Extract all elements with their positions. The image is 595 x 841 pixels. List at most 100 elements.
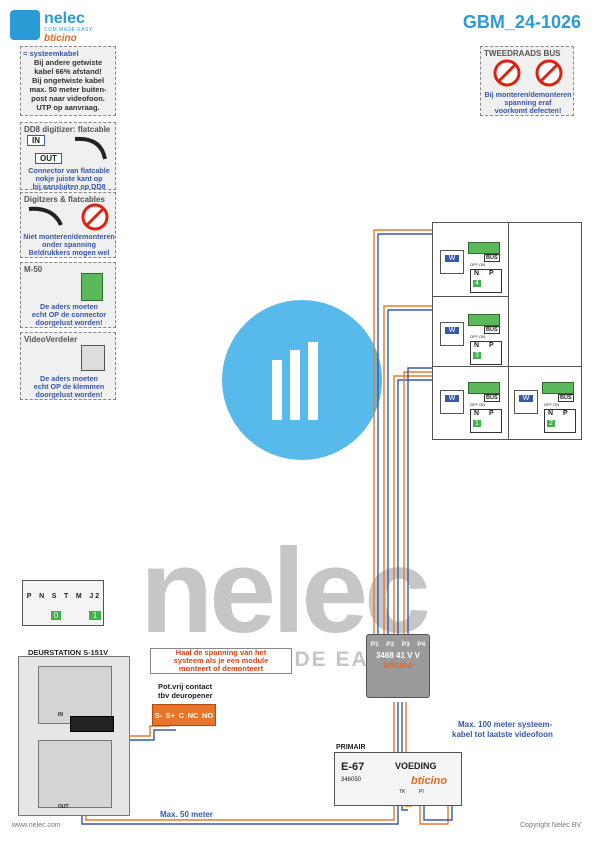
bus-label: BUS bbox=[484, 394, 500, 402]
note-verdeler: VideoVerdeler De aders moeten echt OP de… bbox=[20, 332, 116, 400]
psu-code: 346050 bbox=[341, 777, 362, 783]
note-m50-line: doorgelust worden! bbox=[35, 318, 103, 327]
psu-model: E-67 bbox=[341, 761, 365, 773]
jumper-label: J 2 bbox=[89, 593, 100, 600]
brand-partner: bticino bbox=[44, 33, 77, 44]
power-supply: E-67 VOEDING 346050 bticino TK PI bbox=[334, 752, 462, 806]
max-50-note: Max. 50 meter bbox=[160, 810, 213, 819]
distributor-icon bbox=[81, 345, 105, 371]
no-power-icon bbox=[535, 59, 563, 87]
psu-voeding: VOEDING bbox=[395, 761, 437, 771]
distributor-port: P2 bbox=[386, 641, 395, 648]
videophone-label: W bbox=[519, 395, 533, 402]
note-digitizers-title: Digitzers & flatcables bbox=[24, 195, 105, 204]
contact-terminal: NO bbox=[201, 710, 214, 720]
note-digitizers: Digitzers & flatcables Niet monteren/dem… bbox=[20, 192, 116, 258]
address-digit: 1 bbox=[473, 420, 481, 427]
note-digitizers-line: onder spanning bbox=[42, 240, 96, 249]
note-cable: = systeemkabel Bij andere getwiste kabel… bbox=[20, 46, 116, 116]
bus-connector bbox=[468, 242, 500, 254]
address-digit: 4 bbox=[473, 280, 481, 287]
bus-label: BUS bbox=[484, 254, 500, 262]
n-label: N bbox=[548, 410, 554, 417]
n-label: N bbox=[474, 270, 480, 277]
note-m50-title: M-50 bbox=[24, 265, 43, 274]
psu-brand: bticino bbox=[411, 775, 448, 787]
digitizer-connector bbox=[70, 716, 114, 732]
power-note-line: Haal de spanning van het bbox=[175, 648, 267, 657]
distributor-brand: bticino bbox=[383, 660, 413, 670]
bus-connector bbox=[468, 314, 500, 326]
bus-connector bbox=[542, 382, 574, 394]
note-twowire-title: TWEEDRAADS BUS bbox=[484, 49, 561, 58]
brand-tagline: COM MADE EASY bbox=[44, 27, 93, 33]
distributor-port: P4 bbox=[417, 641, 426, 648]
terminal-label: M bbox=[75, 593, 82, 600]
distributor-port: P1 bbox=[370, 641, 379, 648]
note-twowire: TWEEDRAADS BUS Bij monteren/demonteren s… bbox=[480, 46, 574, 116]
note-m50: M-50 De aders moeten echt OP de connecto… bbox=[20, 262, 116, 328]
video-distributor: P1 P2 P3 P4 3468 41 V V bticino bbox=[366, 634, 430, 698]
note-cable-line: post naar videofoon. bbox=[31, 94, 105, 103]
contact-terminal: NC bbox=[187, 710, 199, 720]
note-twowire-line: voorkomt defecten! bbox=[494, 106, 562, 115]
psu-tk: TK bbox=[399, 789, 406, 795]
np-block: N P 4 bbox=[470, 269, 502, 293]
brand-name: nelec bbox=[44, 10, 85, 27]
power-note: Haal de spanning van het systeem als je … bbox=[150, 648, 292, 674]
contact-title: tbv deuropener bbox=[158, 691, 213, 700]
power-note-line: monteert of demonteert bbox=[178, 664, 264, 673]
videophone-label: W bbox=[445, 255, 459, 262]
contact-terminal: C bbox=[178, 710, 185, 720]
p-label: P bbox=[489, 270, 494, 277]
flatcable-out-label: OUT bbox=[35, 153, 62, 164]
note-twowire-line: spanning eraf bbox=[504, 98, 552, 107]
distributor-port: P3 bbox=[401, 641, 410, 648]
psu-primair-label: PRIMAIR bbox=[336, 744, 366, 751]
note-verdeler-line: doorgelust worden! bbox=[35, 390, 103, 399]
note-m50-line: De aders moeten bbox=[40, 302, 98, 311]
footer-copyright: Copyright Nelec BV bbox=[520, 822, 582, 829]
footer-website: www.nelec.com bbox=[12, 822, 61, 829]
flatcable-icon bbox=[27, 205, 67, 229]
note-digitizers-line: Niet monteren/demonteren bbox=[23, 232, 115, 241]
note-dd8: DD8 digitizer: flatcable IN OUT Connecto… bbox=[20, 122, 116, 191]
note-cable-line: = systeemkabel bbox=[23, 49, 79, 58]
videophone-label: W bbox=[445, 395, 459, 402]
note-m50-line: echt OP de connector bbox=[31, 310, 107, 319]
contact-title: Pot.vrij contact bbox=[158, 682, 213, 691]
terminal-label: N bbox=[39, 593, 45, 600]
note-verdeler-line: echt OP de klemmen bbox=[33, 382, 105, 391]
bus-connector bbox=[468, 382, 500, 394]
door-station-terminal-block: P N S T M J 2 0 1 bbox=[22, 580, 104, 626]
p-label: P bbox=[563, 410, 568, 417]
max-100-note: kabel tot laatste videofoon bbox=[452, 730, 553, 739]
contact-terminal: S+ bbox=[165, 710, 176, 720]
note-cable-line: max. 50 meter buiten- bbox=[29, 85, 107, 94]
dip-switch-label: OFF ON bbox=[470, 402, 486, 407]
monitor-grid-divider bbox=[432, 296, 508, 297]
flatcable-in-label: IN bbox=[27, 135, 45, 146]
n-label: N bbox=[474, 342, 480, 349]
nelec-logo-icon bbox=[10, 10, 40, 40]
note-verdeler-title: VideoVerdeler bbox=[24, 335, 78, 344]
dip-switch-label: OFF ON bbox=[544, 402, 560, 407]
note-verdeler-line: De aders moeten bbox=[40, 374, 98, 383]
dip-switch-label: OFF ON bbox=[470, 262, 486, 267]
videophone-label: W bbox=[445, 327, 459, 334]
bus-label: BUS bbox=[484, 326, 500, 334]
distributor-model: 3468 41 bbox=[375, 651, 405, 660]
note-dd8-line: bij aansluiten op DD8 bbox=[32, 182, 106, 191]
videophone-screen: W bbox=[440, 390, 464, 414]
max-100-note: Max. 100 meter systeem- bbox=[458, 720, 553, 729]
watermark-circle bbox=[222, 300, 382, 460]
videophone-screen: W bbox=[514, 390, 538, 414]
note-digitizers-line: Beldrukkers mogen wel bbox=[28, 248, 110, 257]
door-station-title: DEURSTATION S-151V bbox=[28, 648, 109, 657]
distributor-vv: V V bbox=[407, 651, 421, 660]
